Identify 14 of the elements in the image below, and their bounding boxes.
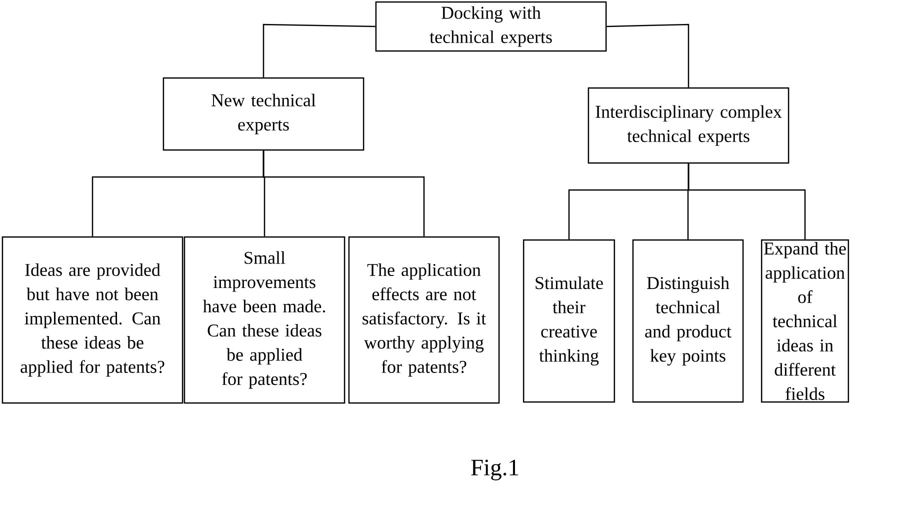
category-box: Interdisciplinary complex technical experts: [588, 87, 790, 164]
connector-line: [262, 24, 376, 78]
category-box: New technical experts: [162, 77, 364, 151]
category-box: Docking with technical experts: [375, 1, 607, 52]
item-box: Stimulate their creative thinking: [522, 239, 616, 403]
connector-line: [606, 24, 690, 88]
item-box: Distinguish technical and product key points: [632, 239, 744, 403]
item-box: Expand the application of technical ideas in different fields: [760, 239, 850, 403]
connector-line: [688, 164, 806, 240]
item-box: The application effects are not satisfactory. Is it worthy applying for patents?: [348, 236, 500, 404]
figure-caption: Fig.1: [471, 460, 518, 480]
item-box: Small improvements have been made. Can these ideas be applied for patents?: [184, 236, 346, 404]
item-box: Ideas are provided but have not been implemented. Can these ideas be applied for patents?: [2, 236, 184, 404]
connector-line: [262, 150, 425, 236]
